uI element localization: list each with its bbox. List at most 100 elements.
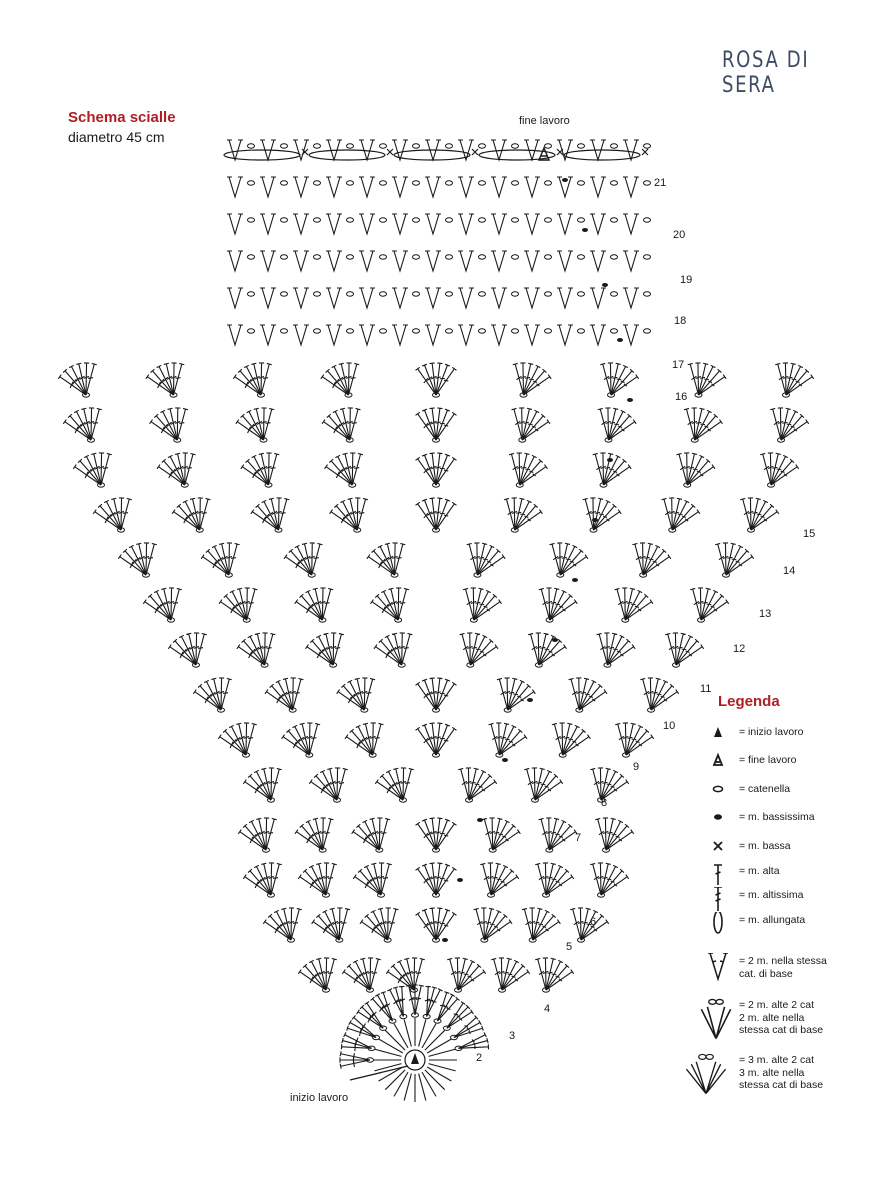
stitch <box>549 829 578 851</box>
stitch-fan <box>491 957 531 993</box>
stitch <box>339 1059 371 1069</box>
stitch <box>501 957 512 991</box>
stitch <box>205 548 230 576</box>
stitch-fan <box>149 407 189 443</box>
stitch <box>172 362 185 396</box>
stitch <box>435 866 457 896</box>
stitch <box>435 452 443 486</box>
chain <box>411 1012 419 1018</box>
stitch <box>340 499 358 531</box>
stitch <box>473 593 498 621</box>
stitch <box>76 362 87 396</box>
stitch <box>459 632 471 666</box>
chain <box>368 752 377 758</box>
stitch-fan <box>480 862 520 898</box>
stitch <box>532 907 543 941</box>
v-stitch <box>425 287 441 310</box>
double-crochet-icon <box>714 864 722 885</box>
stitch <box>236 644 265 666</box>
stitch-fan <box>344 722 384 758</box>
chain <box>722 572 730 578</box>
stitch <box>248 819 267 851</box>
stitch <box>614 587 626 621</box>
stitch <box>492 819 510 851</box>
stitch-fan <box>297 957 337 993</box>
stitch-fan <box>454 1032 490 1052</box>
stitch <box>523 364 541 396</box>
stitch <box>458 1037 489 1049</box>
stitch <box>418 1073 427 1101</box>
stitch <box>676 452 688 486</box>
stitch <box>421 363 437 396</box>
stitch <box>562 722 573 756</box>
stitch-fan <box>600 362 640 398</box>
legend-item: = m. alta <box>700 863 870 885</box>
stitch <box>192 689 222 711</box>
v-stitch <box>491 176 507 199</box>
stitch <box>473 599 503 621</box>
stitch-fan <box>433 991 460 1024</box>
stitch <box>217 734 247 756</box>
stitch <box>496 722 502 756</box>
stitch <box>535 957 547 991</box>
stitch <box>532 919 561 941</box>
legend-text: = m. altissima <box>739 889 804 901</box>
slip-stitch-dot <box>477 818 483 822</box>
stitch <box>559 544 578 576</box>
stitch <box>597 407 610 441</box>
v-stitch <box>557 213 573 236</box>
stitch <box>675 632 686 666</box>
stitch <box>487 862 494 896</box>
stitch <box>174 407 181 441</box>
stitch-fan <box>340 1032 376 1052</box>
stitch <box>332 409 351 441</box>
stitch <box>334 767 341 801</box>
stitch <box>421 723 437 756</box>
chain <box>639 572 648 578</box>
stitch <box>642 544 661 576</box>
legend-text: = m. bassa <box>739 840 791 852</box>
cross-stitch <box>301 148 309 156</box>
chain <box>602 847 610 853</box>
start-label: inizio lavoro <box>290 1092 349 1104</box>
chain <box>478 291 486 297</box>
stitch <box>145 542 157 576</box>
chain <box>672 662 680 668</box>
legend-text: = catenella <box>739 783 791 795</box>
stitch <box>83 362 90 396</box>
chain <box>528 937 537 943</box>
stitch <box>261 862 272 896</box>
stitch <box>687 362 700 396</box>
v-stitch <box>326 287 342 310</box>
stitch <box>92 509 122 531</box>
stitch <box>700 587 711 621</box>
stitch <box>625 724 644 756</box>
chain <box>767 482 775 488</box>
stitch <box>369 817 380 851</box>
stitch <box>531 767 538 801</box>
stitch <box>299 722 310 756</box>
stitch <box>258 452 270 486</box>
chain <box>433 1018 442 1024</box>
stitch-fan <box>373 632 413 668</box>
v-stitch <box>557 324 573 347</box>
stitch <box>305 589 323 621</box>
stitch <box>77 458 102 486</box>
stitch <box>415 911 437 941</box>
stitch <box>195 632 207 666</box>
stitch <box>203 679 222 711</box>
stitch <box>520 362 526 396</box>
stitch <box>435 722 443 756</box>
chain <box>346 217 354 223</box>
chain <box>346 254 354 260</box>
chain <box>534 662 543 668</box>
stitch <box>562 734 591 756</box>
stitch <box>211 677 222 711</box>
stitch <box>453 1025 484 1039</box>
chain <box>577 328 585 334</box>
stitch-fan <box>366 542 406 578</box>
stitch <box>516 452 523 486</box>
stitch <box>88 407 95 441</box>
stitch <box>521 907 534 941</box>
stitch <box>376 817 383 851</box>
